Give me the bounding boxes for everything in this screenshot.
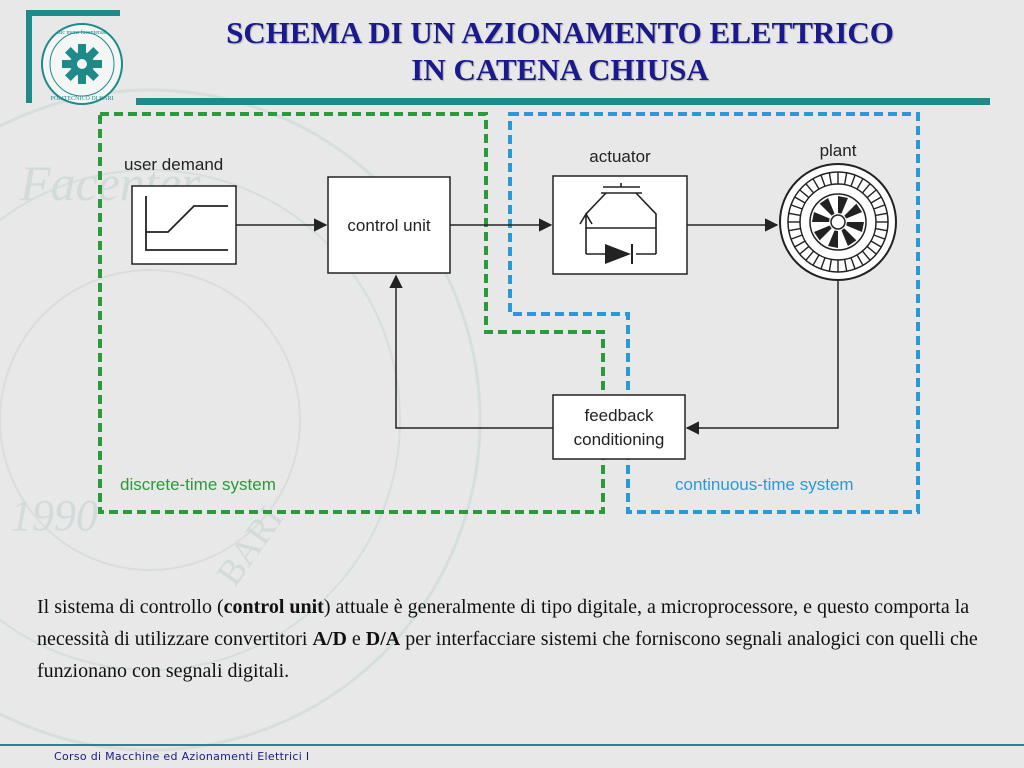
stator-slot [856, 254, 864, 266]
stator-slot [828, 259, 833, 272]
stator-slot [805, 250, 815, 261]
footer-course-name: Corso di Macchine ed Azionamenti Elettri… [54, 750, 310, 763]
user-demand-label: user demand [124, 155, 223, 174]
stator-slot [799, 189, 810, 199]
caption-part-2: ) attuale è generalmente di tipo digital… [37, 596, 970, 650]
arrow-feedback-to-control [389, 274, 553, 429]
watermark-year: 1990 [10, 491, 98, 540]
stator-slot [850, 174, 856, 187]
stator-slot [812, 254, 820, 266]
feedback-label-line2: conditioning [574, 430, 665, 449]
stator-slot [843, 172, 848, 185]
rotor-bar [819, 197, 835, 216]
frame-bracket-horizontal [26, 10, 120, 16]
continuous-time-region [508, 112, 920, 514]
stator-slot [861, 250, 871, 261]
plant-label: plant [820, 141, 857, 160]
stator-slot [875, 227, 888, 232]
stator-slot [873, 204, 886, 210]
rotor-bar [841, 228, 857, 247]
stator-slot [870, 196, 882, 204]
politecnico-logo: Sic mens facenterasi POLITECNICO DI BARI [41, 23, 123, 105]
stator-slot [850, 257, 856, 270]
actuator-label: actuator [589, 147, 651, 166]
title-line-1: SCHEMA DI UN AZIONAMENTO ELETTRICO [226, 15, 894, 50]
stator-slot [870, 240, 882, 248]
stator-slot [788, 212, 801, 217]
stator-slot [843, 259, 848, 272]
stator-slot [820, 257, 826, 270]
continuous-time-label: continuous-time system [675, 475, 854, 494]
title-line-2: IN CATENA CHIUSA [411, 52, 709, 87]
discrete-time-label: discrete-time system [120, 475, 276, 494]
stator-slot [794, 196, 806, 204]
slide-title: SCHEMA DI UN AZIONAMENTO ELETTRICO IN CA… [150, 14, 970, 88]
caption-bold-ad: A/D [312, 628, 347, 650]
discrete-time-region [98, 112, 605, 514]
user-demand-block [131, 185, 237, 265]
rotor-bar [846, 222, 864, 232]
stator-slot [790, 204, 803, 210]
feedback-label-line1: feedback [585, 406, 654, 425]
title-rule [136, 98, 990, 105]
stator-slot [812, 178, 820, 190]
control-unit-block [327, 176, 451, 274]
frame-bracket-vertical [26, 10, 32, 103]
stator-slot [820, 174, 826, 187]
rotor-bar [812, 212, 830, 222]
diode-icon [605, 244, 631, 264]
stator-slot [805, 183, 815, 194]
stator-slot [875, 212, 888, 217]
rotor-bar [838, 196, 848, 214]
rotor-bar [828, 230, 838, 248]
actuator-block [552, 175, 688, 275]
logo-motto: Sic mens facenterasi [57, 29, 107, 36]
stator-slot [873, 234, 886, 240]
stator-slot [790, 234, 803, 240]
footer-rule [0, 744, 1024, 746]
feedback-conditioning-block [552, 394, 686, 460]
stator-slot [866, 245, 877, 255]
stator-slot [861, 183, 871, 194]
stator-slot [828, 172, 833, 185]
control-unit-label: control unit [347, 216, 430, 235]
igbt-diode-icon [579, 183, 657, 255]
caption-part-4: per interfacciare sistemi che forniscono… [37, 628, 978, 682]
logo-institution: POLITECNICO DI BARI [51, 96, 114, 102]
stator-slot [856, 178, 864, 190]
rotor-bar [844, 203, 863, 219]
stator-slot [799, 245, 810, 255]
caption-part-1: Il sistema di controllo ( [37, 596, 224, 618]
caption-bold-da: D/A [365, 628, 401, 650]
arrow-plant-to-feedback [685, 280, 839, 435]
stator-slot [788, 227, 801, 232]
stator-slot [794, 240, 806, 248]
rotor-bar [813, 225, 832, 241]
step-signal-icon [145, 196, 228, 251]
caption-part-3: e [346, 628, 366, 650]
motor-icon [779, 163, 897, 281]
caption-paragraph: Il sistema di controllo (control unit) a… [37, 591, 987, 687]
stator-slot [866, 189, 877, 199]
caption-bold-control-unit: control unit [223, 596, 324, 618]
